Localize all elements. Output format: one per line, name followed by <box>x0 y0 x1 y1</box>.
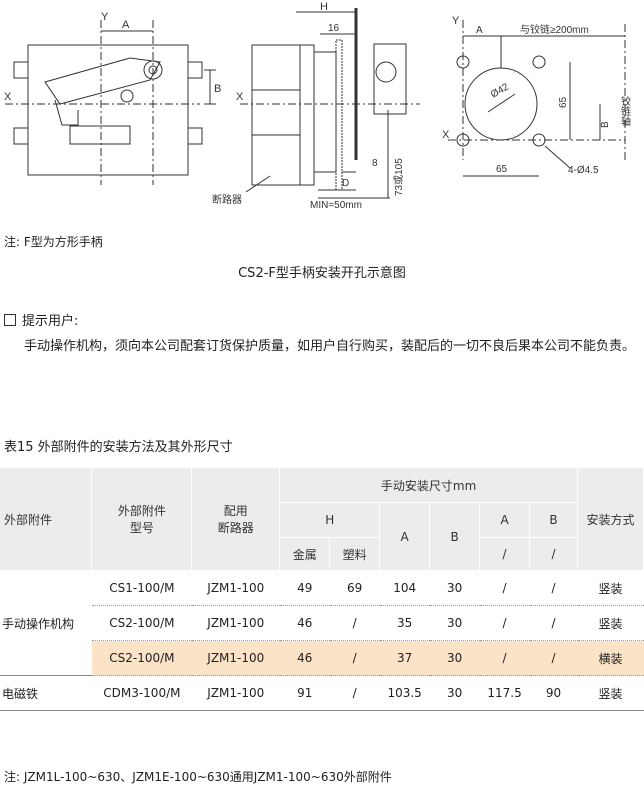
cell-metal: 46 <box>279 640 330 676</box>
cell-a: 104 <box>379 570 430 606</box>
right-65-horizontal-label: 65 <box>496 164 508 175</box>
cell-breaker: JZM1-100 <box>191 640 280 676</box>
table-row: 手动操作机构 CS1-100/M JZM1-100 49 69 104 30 /… <box>0 570 644 676</box>
header-breaker: 配用 断路器 <box>191 468 281 571</box>
cell-a2: / <box>479 605 530 641</box>
accessory-table: 外部附件 外部附件 型号 配用 断路器 手动安装尺寸mm 安装方式 H A B … <box>0 468 644 711</box>
cell-b2: / <box>529 570 578 606</box>
mid-d-label: D <box>342 178 349 189</box>
cell-method: 竖装 <box>577 570 644 606</box>
mid-h-label: H <box>320 1 328 13</box>
cell-metal: 49 <box>279 570 330 606</box>
header-b2-slash: / <box>529 537 578 571</box>
header-a2-slash: / <box>479 537 531 571</box>
mid-16-label: 16 <box>328 23 340 34</box>
right-holes-label: 4-Ø4.5 <box>568 165 599 176</box>
left-b-label: B <box>214 83 221 95</box>
cell-b: 30 <box>429 675 480 711</box>
right-b-label: B <box>600 121 611 128</box>
cell-b2: / <box>529 640 578 676</box>
right-x-label: X <box>442 129 450 141</box>
header-h: H <box>279 502 381 538</box>
header-plastic: 塑料 <box>329 537 381 571</box>
cell-metal: 91 <box>279 675 330 711</box>
cell-a2: / <box>479 640 530 676</box>
checkbox-square-icon <box>4 314 16 326</box>
header-method: 安装方式 <box>577 468 644 571</box>
cell-a: 37 <box>379 640 430 676</box>
header-metal: 金属 <box>279 537 331 571</box>
left-a-label: A <box>122 19 130 31</box>
cell-a: 103.5 <box>379 675 430 711</box>
table-title: 表15 外部附件的安装方法及其外形尺寸 <box>4 440 233 455</box>
front-view-drawing: Y A X B <box>4 11 221 185</box>
figure-caption: CS2-F型手柄安装开孔示意图 <box>238 266 406 281</box>
left-y-label: Y <box>101 11 109 23</box>
cell-method: 横装 <box>577 640 644 676</box>
cell-b: 30 <box>429 570 480 606</box>
cell-plastic: 69 <box>329 570 380 606</box>
cell-b: 30 <box>429 640 480 676</box>
cell-breaker: JZM1-100 <box>191 675 280 711</box>
header-dimensions: 手动安装尺寸mm <box>279 468 578 503</box>
table-row: 电磁铁 CDM3-100/M JZM1-100 91 / 103.5 30 11… <box>0 675 644 711</box>
header-accessory: 外部附件 <box>0 468 93 571</box>
table-row: CS2-100/M JZM1-100 46 / 35 30 / / 竖装 <box>0 605 644 641</box>
cell-model: CS2-100/M <box>91 640 192 676</box>
right-hinge-axis-label: 铰链轴 <box>619 95 631 127</box>
figure-note: 注: F型为方形手柄 <box>4 235 103 249</box>
right-65-vertical-label: 65 <box>558 96 569 108</box>
cell-method: 竖装 <box>577 675 644 711</box>
cell-b2: 90 <box>529 675 578 711</box>
cell-breaker: JZM1-100 <box>191 570 280 606</box>
cell-b: 30 <box>429 605 480 641</box>
compatibility-note: 注: JZM1L-100~630、JZM1E-100~630通用JZM1-100… <box>4 770 392 784</box>
mid-x-label: X <box>236 91 244 103</box>
tip-body: 手动操作机构，须向本公司配套订货保护质量，如用户自行购买，装配后的一切不良后果本… <box>24 339 636 354</box>
cell-b2: / <box>529 605 578 641</box>
group-name: 手动操作机构 <box>0 570 92 676</box>
installation-drawings: Y A X B H 16 X 8 D 73或105 MIN=50mm 断路器 <box>4 1 631 211</box>
tip-title: 提示用户: <box>4 310 78 329</box>
cell-a: 35 <box>379 605 430 641</box>
mid-vertical-label: 73或105 <box>393 158 405 196</box>
mid-8-label: 8 <box>372 158 378 169</box>
cell-metal: 46 <box>279 605 330 641</box>
group-name: 电磁铁 <box>0 675 92 711</box>
cell-plastic: / <box>329 605 380 641</box>
right-a-label: A <box>476 25 483 36</box>
cell-plastic: / <box>329 640 380 676</box>
right-y-label: Y <box>452 15 460 27</box>
cell-a2: / <box>479 570 530 606</box>
cell-model: CS1-100/M <box>91 570 192 606</box>
right-diameter-label: Ø42 <box>489 81 511 100</box>
cell-model: CDM3-100/M <box>91 675 192 711</box>
side-view-drawing: H 16 X 8 D 73或105 MIN=50mm 断路器 <box>212 1 420 211</box>
mid-min-label: MIN=50mm <box>310 200 362 211</box>
right-hinge-distance-label: 与铰链≥200mm <box>520 23 589 36</box>
cell-plastic: / <box>329 675 380 711</box>
table-row-highlighted: CS2-100/M JZM1-100 46 / 37 30 / / 横装 <box>0 640 644 676</box>
mid-breaker-label: 断路器 <box>212 193 242 206</box>
cell-method: 竖装 <box>577 605 644 641</box>
header-a2: A <box>479 502 531 538</box>
header-b: B <box>429 502 481 571</box>
header-model: 外部附件 型号 <box>91 468 193 571</box>
tip-title-text: 提示用户: <box>22 314 79 329</box>
header-a: A <box>379 502 431 571</box>
cell-breaker: JZM1-100 <box>191 605 280 641</box>
cell-model: CS2-100/M <box>91 605 192 641</box>
header-b2: B <box>529 502 578 538</box>
cutout-drawing: Y A 与铰链≥200mm Ø42 65 B 65 4-Ø4.5 X 铰链轴 <box>442 15 631 177</box>
cell-a2: 117.5 <box>479 675 530 711</box>
left-x-label: X <box>4 91 12 103</box>
